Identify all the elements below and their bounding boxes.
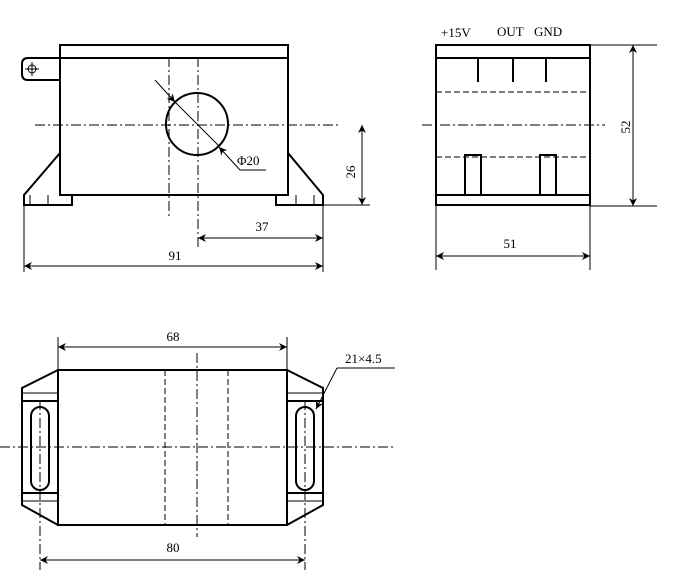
- through-hole: [165, 92, 229, 156]
- height-26-label: 26: [343, 165, 358, 179]
- offset-37-label: 37: [256, 219, 270, 234]
- mounting-tab: [21, 57, 60, 81]
- width-51-label: 51: [504, 236, 517, 251]
- pin-label-15v: +15V: [441, 25, 471, 40]
- body-68-label: 68: [167, 329, 180, 344]
- crosshair-icon: [25, 62, 39, 76]
- top-view: 68 80 21×4.5: [0, 329, 395, 570]
- holes-80-label: 80: [167, 540, 180, 555]
- width-91-label: 91: [169, 248, 182, 263]
- front-view: Φ20 26 37 91: [21, 44, 370, 272]
- hole-diameter-label: Φ20: [237, 153, 260, 168]
- height-52-label: 52: [618, 121, 633, 134]
- pin-label-gnd: GND: [534, 24, 562, 39]
- side-view: +15V OUT GND 52 51: [422, 24, 657, 270]
- slot-size-label: 21×4.5: [345, 351, 382, 366]
- pin-label-out: OUT: [497, 24, 524, 39]
